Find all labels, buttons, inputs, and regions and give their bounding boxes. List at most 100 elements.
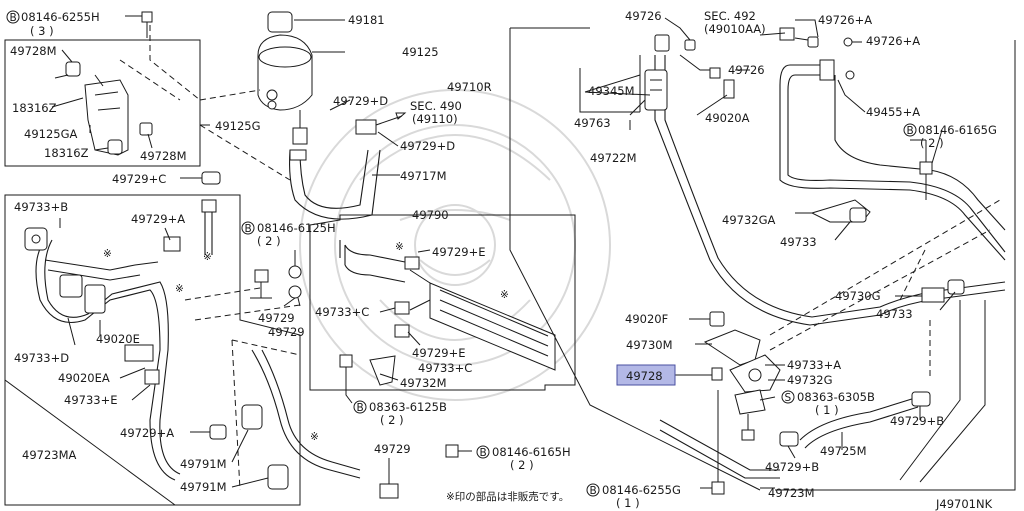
- clamp-49733-a: [849, 207, 867, 223]
- label-49733c-a: 49733+C: [315, 305, 369, 319]
- clamp-49733c-b: [394, 324, 410, 338]
- label-49733d: 49733+D: [14, 351, 69, 365]
- label-49733a: 49733+A: [787, 358, 841, 372]
- circle-b-6: B: [907, 125, 914, 137]
- clamp-49733e: [144, 369, 160, 385]
- label-08146-6165h: 08146-6165H: [492, 445, 571, 459]
- bracket-49125ga: [84, 79, 129, 156]
- asterisk-mark-6: ※: [500, 289, 509, 301]
- bracket-49732m: [369, 355, 396, 386]
- circle-symbols: [6, 10, 917, 497]
- label-49717m: 49717M: [400, 169, 447, 183]
- fitting-49455a: [819, 59, 835, 81]
- label-08146-6255g-qty: ( 1 ): [616, 496, 640, 510]
- label-49729-b: 49729: [268, 325, 305, 339]
- label-49726-b: 49726: [728, 63, 765, 77]
- label-08363-6305b-qty: ( 1 ): [815, 403, 839, 417]
- label-49729b-b: 49729+B: [765, 460, 819, 474]
- circle-b-4: B: [480, 447, 487, 459]
- reservoir-tank-49125: [257, 11, 345, 145]
- highlight-49728: [616, 364, 676, 386]
- label-49730m: 49730M: [626, 338, 673, 352]
- label-sec490: SEC. 490: [410, 99, 462, 113]
- clamp-49729d: [289, 149, 307, 161]
- label-49732g: 49732G: [787, 373, 833, 387]
- bolt-08146-6125h: [250, 250, 302, 307]
- asterisk-mark-4: ※: [310, 431, 319, 443]
- circle-b-1: B: [10, 12, 17, 24]
- washer-49726a-b: [843, 37, 853, 47]
- label-49733e: 49733+E: [64, 393, 118, 407]
- label-sec492-ref: (49010AA): [704, 22, 766, 36]
- label-49726-a: 49726: [625, 9, 662, 23]
- bracket-box-top-left: [4, 25, 201, 167]
- cooler-box-49790: [309, 214, 576, 404]
- clamp-49729c: [180, 171, 221, 185]
- circle-b-3: B: [357, 402, 364, 414]
- clamp-49729a-a: [163, 236, 181, 252]
- label-08146-6255h: 08146-6255H: [21, 10, 100, 24]
- label-08146-6125h-qty: ( 2 ): [257, 234, 281, 248]
- label-49729e-a: 49729+E: [432, 245, 486, 259]
- label-49763: 49763: [574, 116, 611, 130]
- label-49726a-b: 49726+A: [866, 34, 920, 48]
- label-49728m-a: 49728M: [10, 44, 57, 58]
- label-49020a: 49020A: [705, 111, 750, 125]
- diagram-id: J49701NK: [935, 497, 993, 511]
- footnote-not-for-sale: ※印の部品は非販売です。: [446, 490, 569, 503]
- label-49729d-a: 49729+D: [333, 94, 388, 108]
- bolt-08146-6165h: [445, 444, 472, 458]
- label-49729-a: 49729: [258, 311, 295, 325]
- clamp-49729a-b: [209, 424, 227, 440]
- label-49723m: 49723M: [768, 486, 815, 500]
- asterisk-mark-1: ※: [103, 248, 112, 260]
- asterisk-mark-2: ※: [175, 283, 184, 295]
- label-49725m: 49725M: [820, 444, 867, 458]
- right-frame: [509, 27, 1016, 491]
- label-08146-6255h-qty: ( 3 ): [30, 24, 54, 38]
- clamp-49729e-a: [404, 256, 420, 270]
- label-49730g: 49730G: [835, 289, 881, 303]
- label-49729a-b: 49729+A: [120, 426, 174, 440]
- bolt-49020a: [723, 79, 735, 99]
- label-49733-a: 49733: [780, 235, 817, 249]
- label-49733-b: 49733: [876, 307, 913, 321]
- cooler-box-frame: [309, 214, 576, 391]
- connector-49791m-b: [267, 464, 289, 490]
- label-49729d-b: 49729+D: [400, 139, 455, 153]
- right-region: [509, 17, 1016, 495]
- clamp-49729-c: [379, 483, 399, 499]
- label-49729c: 49729+C: [112, 172, 166, 186]
- grommet-49020f: [709, 311, 725, 327]
- label-49125: 49125: [402, 45, 439, 59]
- label-49729b-a: 49729+B: [890, 414, 944, 428]
- circle-s-1: S: [785, 392, 792, 404]
- clamp-49020ea: [124, 344, 154, 362]
- clamp-49729b-a: [779, 431, 799, 447]
- label-08363-6305b: 08363-6305B: [797, 390, 875, 404]
- label-08146-6165g-qty: ( 2 ): [920, 136, 944, 150]
- fitting-49726-a: [654, 34, 670, 52]
- clamp-49729b-b: [911, 391, 931, 407]
- left-box: [4, 194, 301, 506]
- box-frame: [4, 39, 201, 167]
- grommet-49728m-a: [65, 61, 81, 77]
- label-49125g: 49125G: [215, 119, 261, 133]
- bracket-49732g: [734, 389, 766, 415]
- label-49020e: 49020E: [96, 332, 140, 346]
- label-49710r: 49710R: [447, 80, 492, 94]
- reservoir-outlet: [292, 127, 308, 145]
- bracket-49730m: [703, 329, 761, 366]
- label-sec490-ref: (49110): [412, 112, 458, 126]
- label-49020ea: 49020EA: [58, 371, 110, 385]
- hose-49791m: [231, 339, 399, 499]
- label-08363-6125b: 08363-6125B: [369, 400, 447, 414]
- label-08146-6165h-qty: ( 2 ): [510, 458, 534, 472]
- circle-b-5: B: [590, 485, 597, 497]
- label-49125ga: 49125GA: [24, 127, 77, 141]
- asterisk-mark-3: ※: [203, 251, 212, 263]
- label-18316z-a: 18316Z: [12, 101, 57, 115]
- label-49729e-b: 49729+E: [412, 346, 466, 360]
- label-49733c-b: 49733+C: [418, 361, 472, 375]
- washer-49726a-a: [807, 36, 819, 48]
